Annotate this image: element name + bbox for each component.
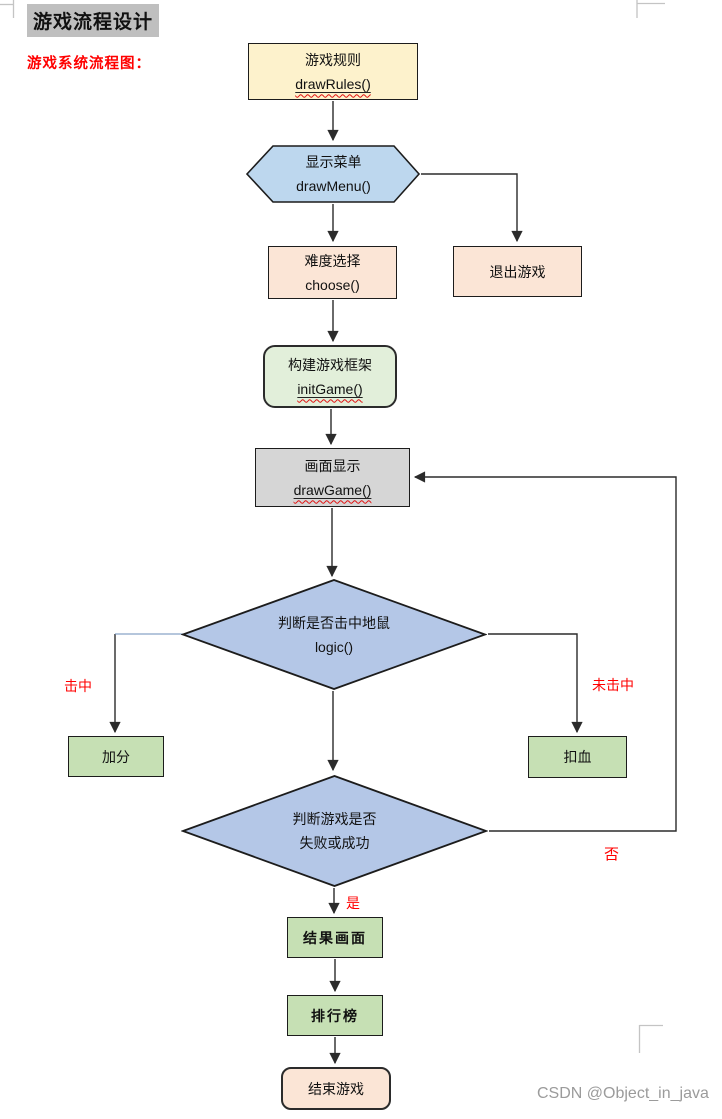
node-init-game: 构建游戏框架 initGame() <box>263 345 397 408</box>
node-ranking-label: 排行榜 <box>311 1007 359 1024</box>
hit-decision-title: 判断是否击中地鼠 <box>278 614 390 631</box>
node-end-label: 结束游戏 <box>308 1080 364 1097</box>
show-menu-hexagon <box>246 145 421 203</box>
node-end-game: 结束游戏 <box>281 1067 391 1110</box>
node-draw-game-title: 画面显示 <box>304 457 361 474</box>
node-add-score-label: 加分 <box>102 748 130 765</box>
arrow-loop-no-to-drawgame <box>413 471 677 832</box>
node-ranking: 排行榜 <box>287 995 383 1036</box>
csdn-watermark: CSDN @Object_in_java <box>537 1085 709 1102</box>
hit-decision-code: logic() <box>314 638 354 655</box>
node-show-menu: 显示菜单 drawMenu() <box>246 144 421 204</box>
edge-label-miss: 未击中 <box>592 677 634 693</box>
arrow-menu-to-exit <box>421 173 523 243</box>
arrow-hit-to-losehp <box>488 633 583 734</box>
node-draw-game-code: drawGame() <box>293 481 372 498</box>
edge-label-no: 否 <box>604 846 620 863</box>
hit-decision-diamond <box>181 579 487 690</box>
node-choose-difficulty: 难度选择 choose() <box>268 246 397 299</box>
node-exit-label: 退出游戏 <box>489 263 546 280</box>
edge-label-hit: 击中 <box>64 678 92 694</box>
node-result-label: 结果画面 <box>303 929 367 946</box>
node-lose-hp: 扣血 <box>528 736 627 778</box>
node-lose-hp-label: 扣血 <box>563 749 592 765</box>
node-exit-game: 退出游戏 <box>453 246 582 297</box>
node-end-decision: 判断游戏是否 失败或成功 <box>181 774 488 888</box>
end-decision-line2: 失败或成功 <box>299 835 370 851</box>
page-subtitle: 游戏系统流程图： <box>27 56 151 72</box>
node-draw-game: 画面显示 drawGame() <box>255 448 410 507</box>
page-title: 游戏流程设计 <box>27 4 160 37</box>
node-choose-code: choose() <box>305 276 360 293</box>
node-show-menu-title: 显示菜单 <box>305 154 362 170</box>
node-game-rules-code: drawRules() <box>295 75 371 92</box>
node-result-screen: 结果画面 <box>287 917 383 958</box>
end-decision-diamond <box>181 775 488 887</box>
node-add-score: 加分 <box>68 736 164 777</box>
node-show-menu-code: drawMenu() <box>296 178 371 194</box>
node-game-rules-title: 游戏规则 <box>305 51 361 68</box>
end-decision-line1: 判断游戏是否 <box>292 811 377 827</box>
node-game-rules: 游戏规则 drawRules() <box>248 43 418 100</box>
node-init-title: 构建游戏框架 <box>288 356 372 373</box>
node-choose-title: 难度选择 <box>304 252 361 269</box>
node-hit-decision: 判断是否击中地鼠 logic() <box>181 578 487 691</box>
edge-label-yes: 是 <box>346 895 360 911</box>
node-init-code: initGame() <box>297 380 363 397</box>
